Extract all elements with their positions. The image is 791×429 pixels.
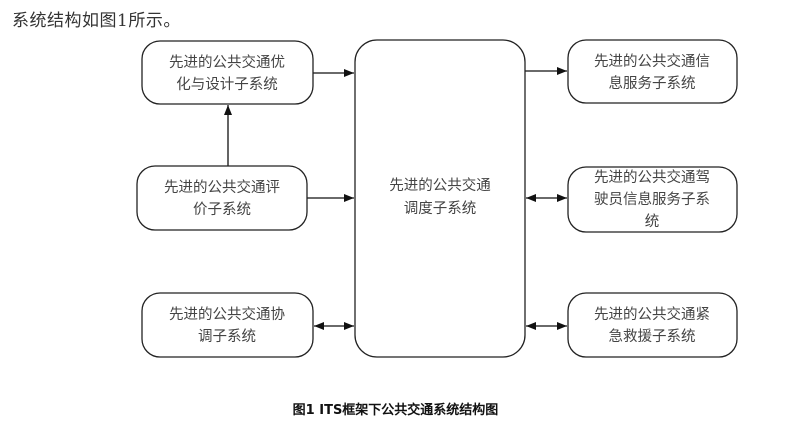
- node-optimization: 先进的公共交通优 化与设计子系统: [141, 40, 314, 105]
- node-optimization-line-2: 化与设计子系统: [176, 76, 278, 93]
- intro-text: 系统结构如图1所示。: [12, 11, 181, 31]
- node-coordination-line-1: 先进的公共交通协: [169, 305, 285, 323]
- node-center-line-2: 调度子系统: [404, 200, 477, 217]
- node-info-service-line-2: 息服务子系统: [609, 75, 696, 92]
- node-info-service-line-1: 先进的公共交通信: [594, 52, 710, 70]
- figure-caption: 图1 ITS框架下公共交通系统结构图: [292, 403, 499, 418]
- node-emergency: 先进的公共交通紧 急救援子系统: [567, 292, 738, 358]
- node-info-service: 先进的公共交通信 息服务子系统: [567, 39, 738, 104]
- node-driver-info-line-1: 先进的公共交通驾: [594, 168, 710, 186]
- node-evaluation-line-2: 价子系统: [193, 201, 251, 218]
- node-center: 先进的公共交通 调度子系统: [354, 39, 526, 358]
- node-coordination-line-2: 调子系统: [198, 328, 256, 345]
- node-center-line-1: 先进的公共交通: [389, 176, 491, 194]
- node-driver-info-line-3: 统: [645, 213, 660, 230]
- node-driver-info-line-2: 驶员信息服务子系: [594, 191, 710, 208]
- node-evaluation-line-1: 先进的公共交通评: [164, 178, 280, 196]
- node-evaluation: 先进的公共交通评 价子系统: [136, 165, 308, 231]
- node-coordination: 先进的公共交通协 调子系统: [141, 292, 314, 358]
- node-optimization-line-1: 先进的公共交通优: [169, 53, 285, 71]
- node-emergency-line-1: 先进的公共交通紧: [594, 305, 710, 323]
- node-driver-info: 先进的公共交通驾 驶员信息服务子系 统: [567, 166, 738, 233]
- node-emergency-line-2: 急救援子系统: [609, 328, 696, 345]
